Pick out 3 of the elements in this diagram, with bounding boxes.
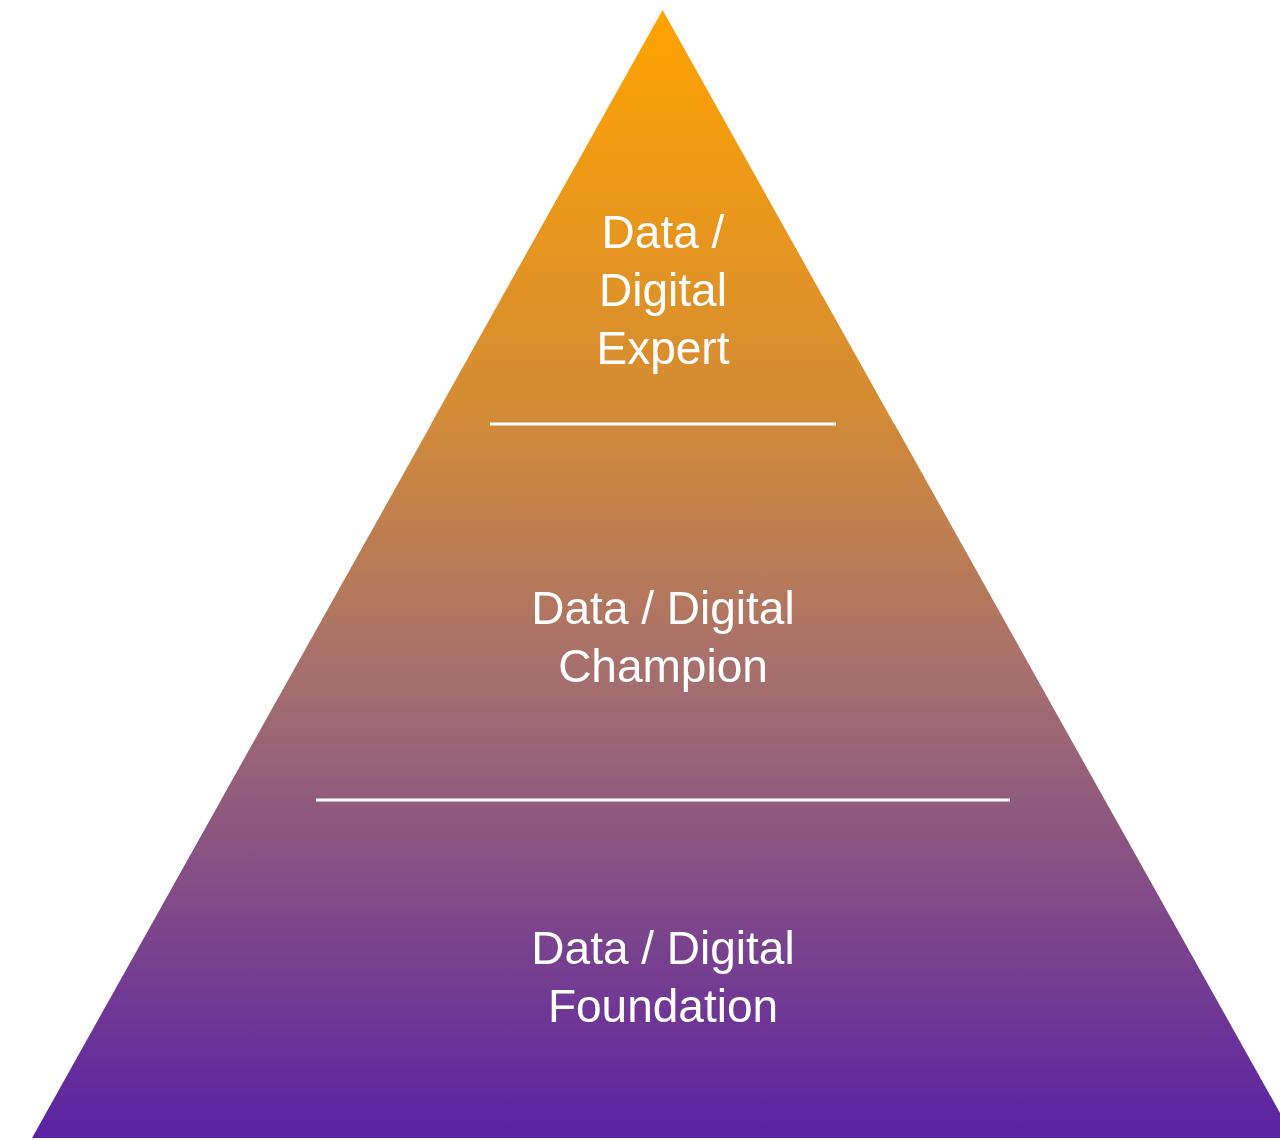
level-label: Data / Digital Expert: [595, 205, 731, 376]
level-label: Data / Digital Champion: [530, 581, 796, 694]
level-label: Data / Digital Foundation: [530, 921, 796, 1034]
